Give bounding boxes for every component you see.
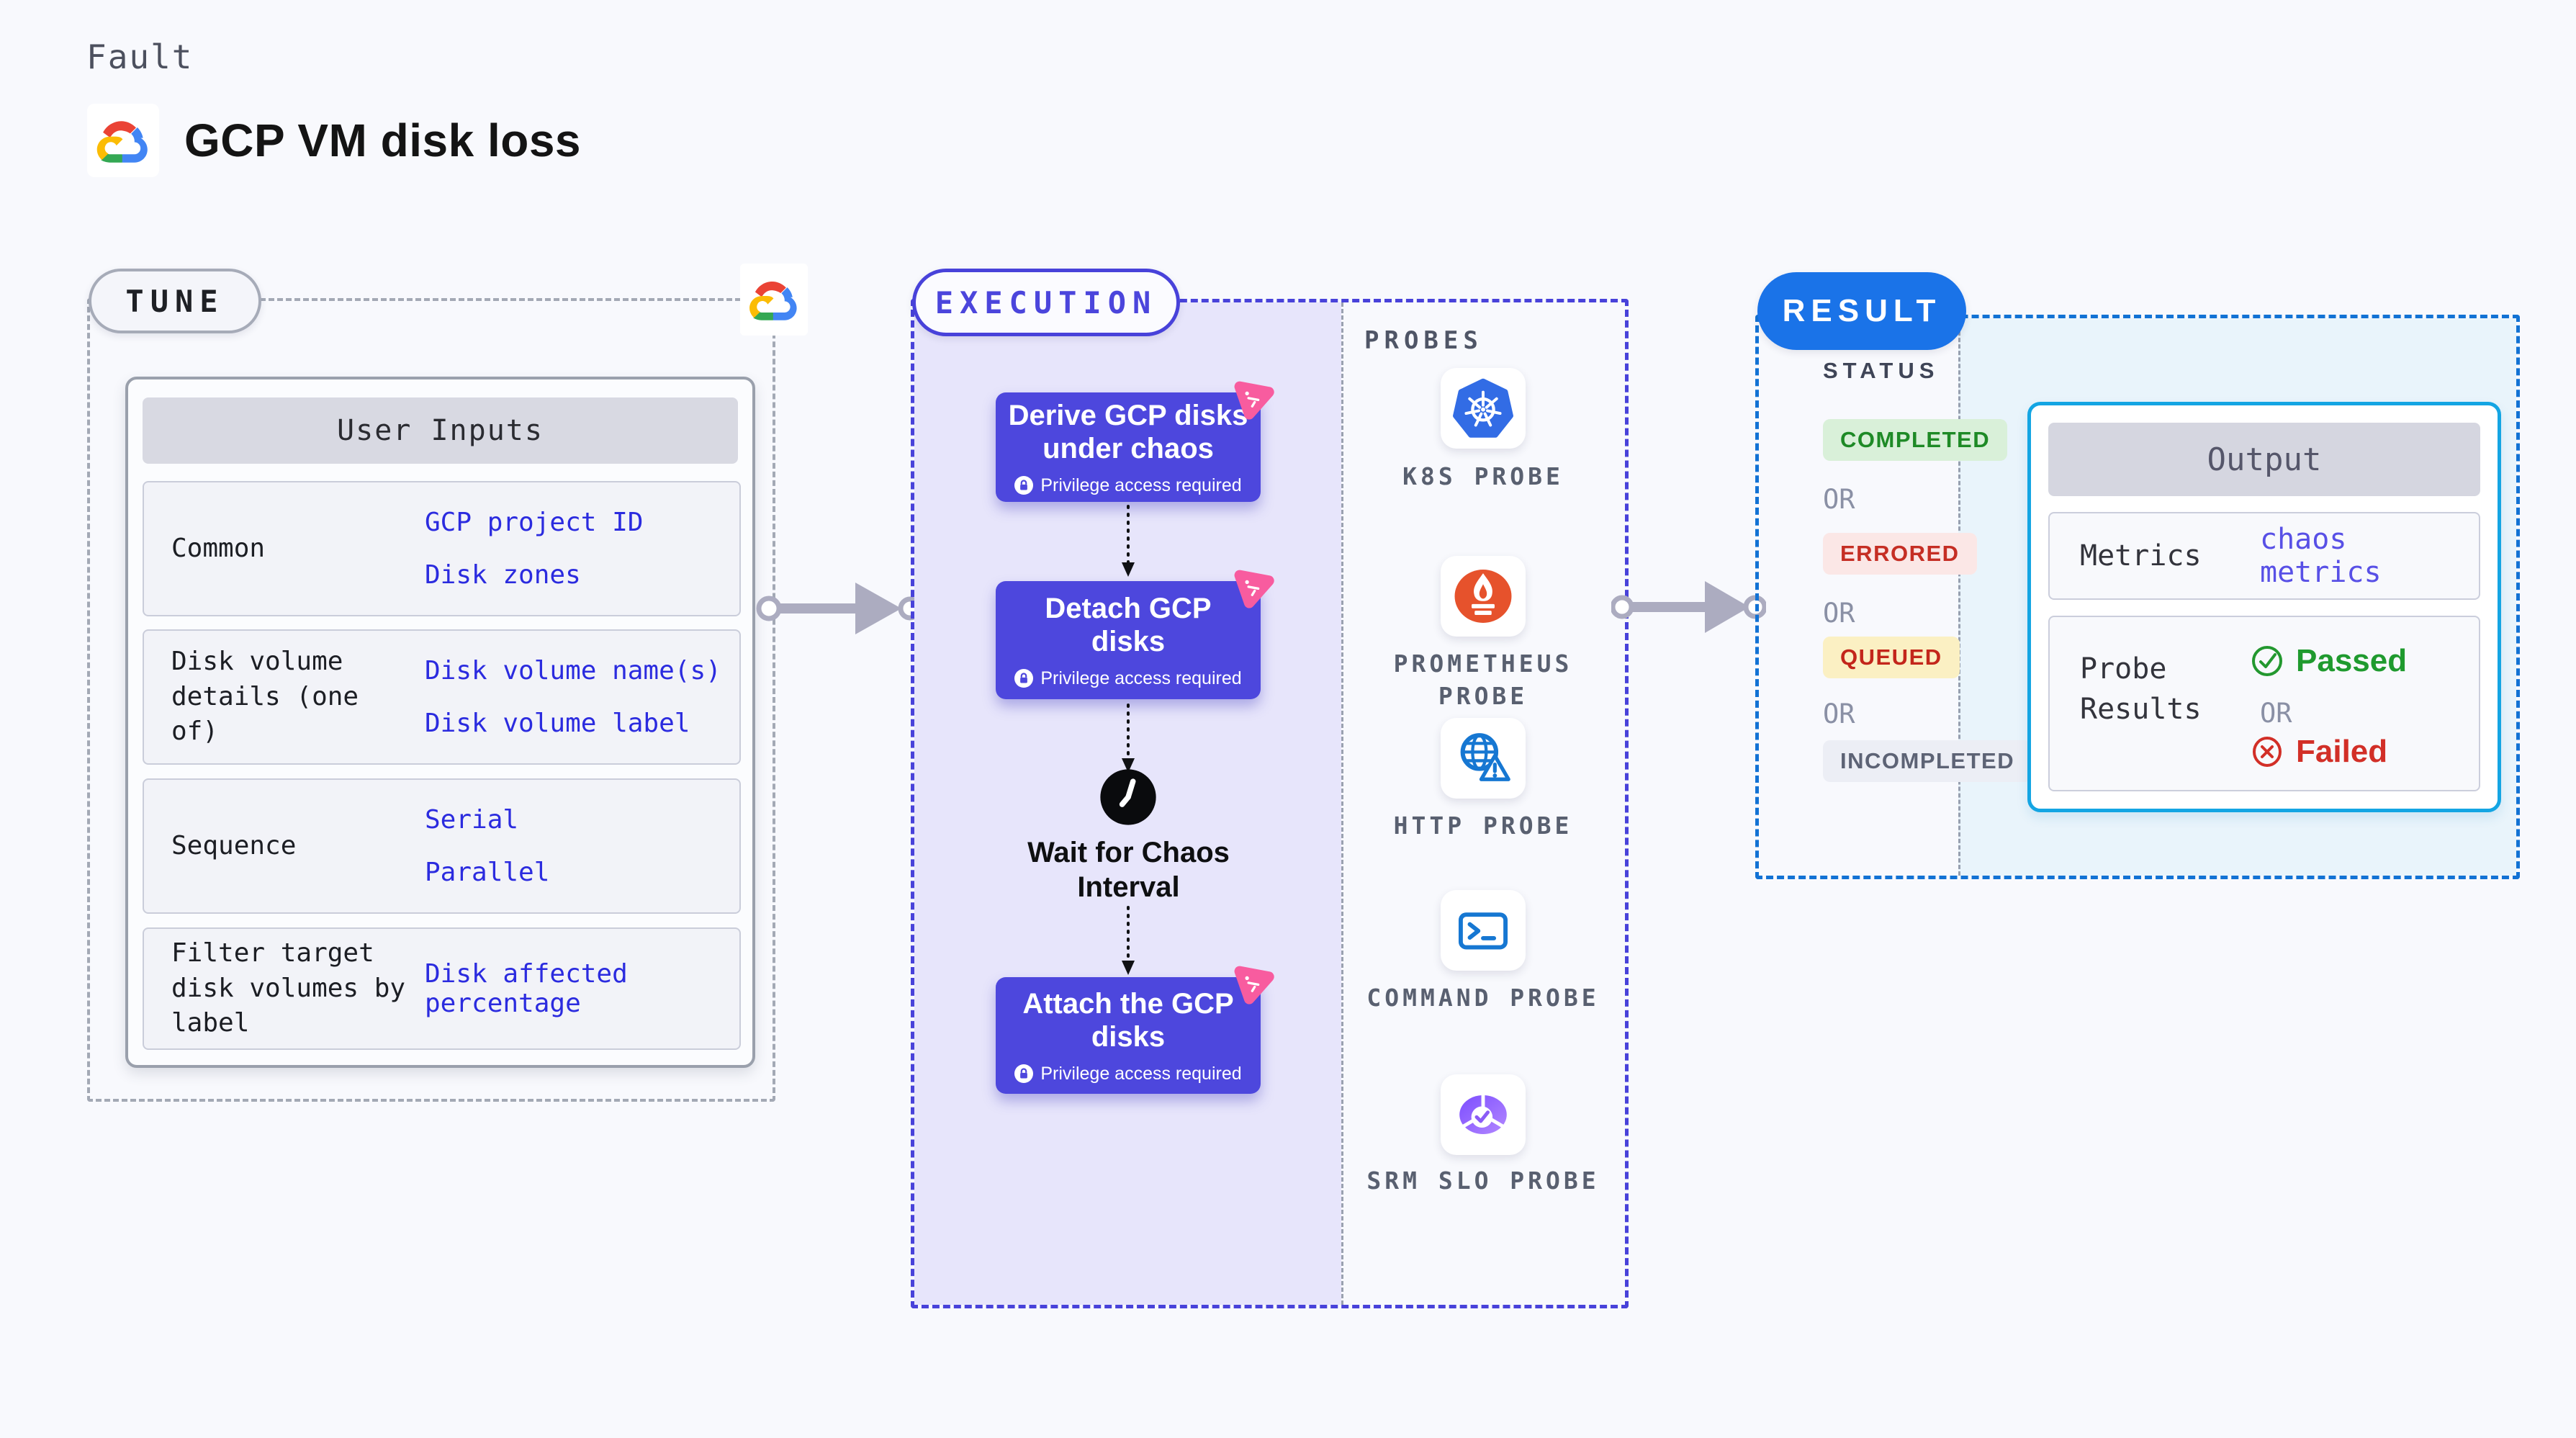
- execution-pill: EXECUTION: [912, 269, 1180, 336]
- row-value: Disk affected percentage: [425, 959, 628, 1018]
- step-detach-gcp-disks: Detach GCP disks Privilege access requir…: [996, 570, 1274, 699]
- user-inputs-header: User Inputs: [143, 397, 738, 464]
- probe-results-row: Probe Results Passed OR Failed: [2048, 616, 2480, 791]
- output-header: Output: [2048, 423, 2480, 496]
- row-value: Parallel: [425, 858, 550, 887]
- http-globe-icon: [1460, 733, 1510, 781]
- probe-label: HTTP PROBE: [1393, 812, 1573, 840]
- probe-result-failed: Failed: [2250, 734, 2387, 770]
- row-value: Disk volume label: [425, 709, 690, 738]
- table-row-filter-target: Filter target disk volumes by label Disk…: [143, 927, 741, 1050]
- step-note-text: Privilege access required: [1040, 668, 1242, 688]
- row-value: Disk volume name(s): [425, 656, 721, 686]
- litmus-chaos-badge-icon: [1234, 381, 1274, 420]
- or-separator: OR: [1823, 484, 1855, 515]
- status-badge-queued: QUEUED: [1823, 637, 1960, 678]
- probe-label: COMMAND PROBE: [1366, 984, 1600, 1012]
- kubernetes-icon: [1453, 378, 1513, 438]
- row-label: Common: [171, 533, 266, 563]
- metrics-value: chaos metrics: [2260, 523, 2382, 589]
- row-label: Filter target disk volumes by label: [171, 938, 406, 1038]
- user-inputs-card: User Inputs Common GCP project ID Disk z…: [125, 377, 755, 1068]
- row-value: Disk zones: [425, 560, 581, 590]
- table-row-sequence: Sequence Serial Parallel: [143, 778, 741, 914]
- probe-card-prometheus: [1441, 556, 1526, 637]
- terminal-icon: [1458, 912, 1508, 950]
- clock-icon: [1100, 769, 1156, 825]
- lock-icon: [1014, 669, 1034, 688]
- status-badge-incompleted: INCOMPLETED: [1823, 740, 2032, 782]
- probes-heading: PROBES: [1364, 326, 1483, 355]
- step-attach-gcp-disks: Attach the GCP disks Privilege access re…: [996, 966, 1274, 1094]
- row-value: Serial: [425, 805, 519, 835]
- dotted-connector-arrow: [1122, 704, 1135, 773]
- result-pill: RESULT: [1757, 272, 1966, 350]
- step-wait-for-chaos-interval: Wait for Chaos Interval: [1027, 837, 1230, 903]
- tune-pill: TUNE: [89, 269, 261, 333]
- probe-results-label: Probe Results: [2080, 652, 2202, 726]
- row-value: GCP project ID: [425, 508, 644, 537]
- metrics-row: Metrics chaos metrics: [2048, 512, 2480, 600]
- dotted-connector-arrow: [1122, 906, 1135, 975]
- litmus-chaos-badge-icon: [1234, 570, 1274, 608]
- step-title: Derive GCP disks under chaos: [1008, 399, 1248, 464]
- status-heading: STATUS: [1823, 358, 1940, 383]
- probe-label: PROMETHEUS PROBE: [1393, 650, 1573, 710]
- prometheus-icon: [1454, 570, 1512, 623]
- result-divider: [1958, 318, 1960, 876]
- or-separator: OR: [1823, 598, 1855, 629]
- step-title: Attach the GCP disks: [1022, 987, 1234, 1053]
- row-label: Sequence: [171, 830, 297, 860]
- step-title: Detach GCP disks: [1045, 592, 1212, 657]
- dotted-connector-arrow: [1122, 505, 1135, 577]
- execution-section: EXECUTION Derive GCP disks under chaos P…: [911, 269, 1629, 1308]
- step-note-text: Privilege access required: [1040, 1063, 1242, 1084]
- probe-card-k8s: [1441, 368, 1526, 449]
- or-separator: OR: [2260, 698, 2292, 729]
- row-label: Disk volume details (one of): [171, 647, 359, 747]
- metrics-label: Metrics: [2080, 539, 2202, 572]
- litmus-chaos-badge-icon: [1234, 966, 1274, 1005]
- lock-icon: [1014, 476, 1034, 495]
- slo-donut-icon: [1459, 1093, 1507, 1135]
- status-badge-completed: COMPLETED: [1823, 419, 2008, 461]
- execution-probes-divider: [1341, 302, 1343, 1305]
- probe-label: K8S PROBE: [1402, 462, 1564, 490]
- probe-result-passed: Passed: [2250, 643, 2407, 679]
- probe-card-http: [1441, 718, 1526, 799]
- result-section: RESULT STATUS COMPLETED OR ERRORED OR QU…: [1755, 272, 2520, 879]
- flow-arrow-execution-to-result: [1611, 581, 1766, 633]
- table-row-common: Common GCP project ID Disk zones: [143, 481, 741, 616]
- probe-card-srm-slo: [1441, 1074, 1526, 1155]
- x-circle-icon: [2253, 737, 2282, 767]
- tune-section: TUNE User Inputs Common GCP project ID D…: [87, 264, 808, 1102]
- gcp-cloud-icon: [749, 281, 797, 320]
- step-note-text: Privilege access required: [1040, 475, 1242, 495]
- lock-icon: [1014, 1064, 1034, 1083]
- fault-kicker: Fault: [86, 37, 194, 76]
- step-derive-gcp-disks: Derive GCP disks under chaos Privilege a…: [996, 381, 1274, 502]
- status-badge-errored: ERRORED: [1823, 533, 1977, 575]
- output-card: Output Metrics chaos metrics Probe Resul…: [2027, 402, 2501, 812]
- table-row-disk-volume-details: Disk volume details (one of) Disk volume…: [143, 629, 741, 765]
- gcp-cloud-icon: [96, 121, 148, 163]
- probe-card-command: [1441, 890, 1526, 971]
- page-title: GCP VM disk loss: [184, 114, 581, 166]
- or-separator: OR: [1823, 698, 1855, 729]
- gcp-logo-card: [87, 104, 159, 177]
- flow-arrow-tune-to-execution: [756, 583, 920, 634]
- probe-label: SRM SLO PROBE: [1366, 1167, 1600, 1195]
- check-circle-icon: [2252, 646, 2282, 676]
- tune-gcp-logo-card: [740, 264, 808, 336]
